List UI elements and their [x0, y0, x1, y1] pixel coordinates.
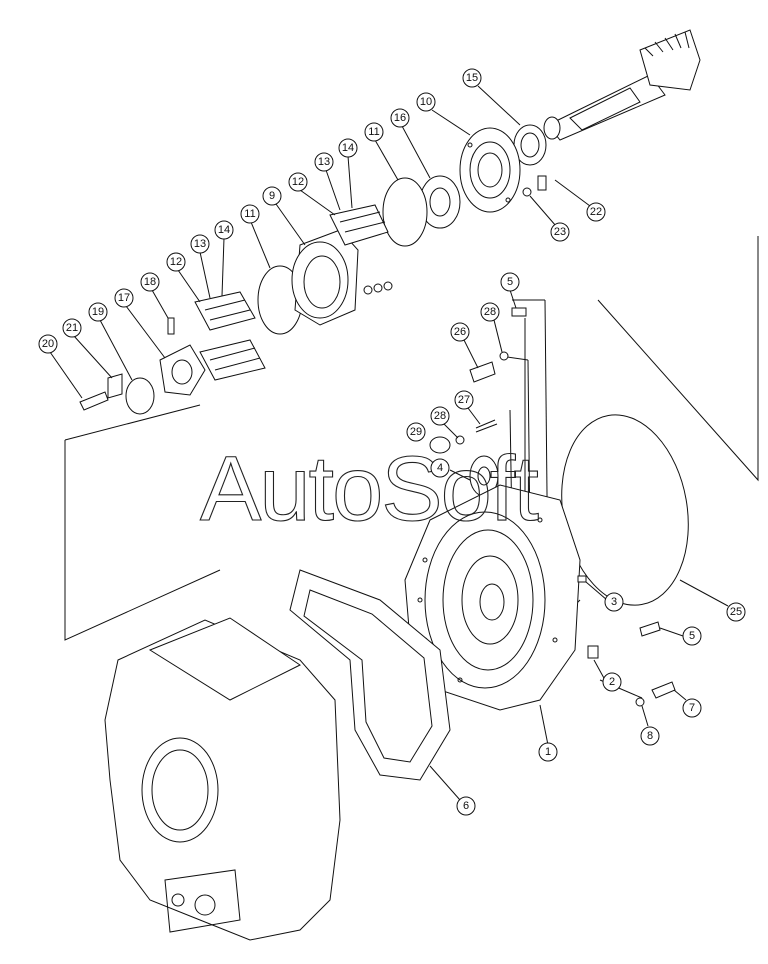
- callout-4[interactable]: 4: [430, 458, 450, 478]
- callout-23[interactable]: 23: [529, 195, 570, 242]
- callout-label: 15: [466, 72, 478, 84]
- callout-28-top[interactable]: 28: [480, 302, 503, 353]
- callout-label: 6: [463, 800, 469, 812]
- callout-label: 29: [410, 426, 422, 438]
- callout-label: 11: [368, 126, 379, 138]
- callout-13-right[interactable]: 13: [314, 152, 341, 211]
- callout-label: 14: [218, 224, 230, 236]
- callout-label: 5: [507, 276, 513, 288]
- callout-3[interactable]: 3: [585, 581, 624, 612]
- callout-label: 12: [292, 176, 304, 188]
- callout-label: 13: [318, 156, 330, 168]
- callout-label: 25: [730, 606, 742, 618]
- callout-label: 4: [437, 462, 443, 474]
- callout-label: 20: [42, 338, 54, 350]
- shims: [125, 177, 428, 415]
- callout-label: 14: [342, 142, 354, 154]
- bearing-housing: [459, 127, 521, 213]
- callout-27[interactable]: 27: [454, 390, 481, 425]
- callout-2[interactable]: 2: [593, 659, 622, 692]
- callout-label: 22: [590, 206, 602, 218]
- callout-5-top[interactable]: 5: [500, 272, 520, 309]
- callout-15[interactable]: 15: [462, 68, 521, 126]
- callout-label: 10: [420, 96, 432, 108]
- callout-21[interactable]: 21: [62, 318, 113, 379]
- callout-12-right[interactable]: 12: [288, 172, 336, 216]
- bearing: [419, 175, 461, 229]
- callout-25[interactable]: 25: [679, 579, 746, 622]
- callout-label: 18: [144, 276, 156, 288]
- callout-9[interactable]: 9: [262, 186, 306, 246]
- small-hardware: [79, 175, 547, 454]
- coupling: [469, 455, 499, 497]
- callout-22[interactable]: 22: [554, 179, 606, 222]
- callout-label: 7: [689, 702, 695, 714]
- callout-6[interactable]: 6: [429, 765, 476, 816]
- callout-28-mid[interactable]: 28: [430, 406, 459, 439]
- callout-14-left[interactable]: 14: [214, 220, 234, 297]
- callout-label: 2: [609, 676, 615, 688]
- lock-plates: [194, 204, 393, 381]
- callout-18[interactable]: 18: [140, 272, 169, 319]
- callout-19[interactable]: 19: [88, 302, 133, 381]
- callout-label: 8: [647, 730, 653, 742]
- front-cover: [404, 484, 676, 711]
- callout-13-left[interactable]: 13: [190, 234, 211, 299]
- callout-label: 1: [545, 746, 551, 758]
- callout-1[interactable]: 1: [538, 704, 558, 762]
- callout-label: 21: [66, 322, 78, 334]
- callout-20[interactable]: 20: [38, 334, 83, 399]
- callout-10[interactable]: 10: [416, 92, 471, 136]
- callout-label: 5: [689, 630, 695, 642]
- watermark-text: AutoSoft: [200, 438, 538, 540]
- callout-11-right[interactable]: 11: [364, 122, 399, 181]
- callout-12-left[interactable]: 12: [166, 252, 201, 303]
- callout-label: 13: [194, 238, 206, 250]
- callout-label: 11: [244, 208, 255, 220]
- callout-8[interactable]: 8: [640, 705, 660, 746]
- callout-label: 26: [454, 326, 466, 338]
- callout-label: 16: [394, 112, 406, 124]
- cage: [291, 229, 359, 326]
- callout-label: 28: [484, 306, 496, 318]
- callout-label: 27: [458, 394, 470, 406]
- callout-label: 9: [269, 190, 275, 202]
- callout-label: 19: [92, 306, 104, 318]
- callout-14-right[interactable]: 14: [338, 138, 358, 209]
- callout-16[interactable]: 16: [390, 108, 431, 179]
- callout-7[interactable]: 7: [673, 689, 702, 718]
- transmission-case: [104, 617, 341, 941]
- callout-label: 17: [118, 292, 130, 304]
- callout-11-left[interactable]: 11: [240, 204, 271, 269]
- callout-label: 28: [434, 410, 446, 422]
- callout-label: 23: [554, 226, 566, 238]
- callout-17[interactable]: 17: [114, 288, 166, 359]
- pinion-shaft: [513, 29, 701, 166]
- callout-29[interactable]: 29: [406, 422, 426, 442]
- callout-label: 12: [170, 256, 182, 268]
- callout-label: 3: [611, 596, 617, 608]
- housing-gasket: [289, 569, 451, 781]
- callout-5-right[interactable]: 5: [659, 626, 702, 646]
- callout-26[interactable]: 26: [450, 322, 479, 369]
